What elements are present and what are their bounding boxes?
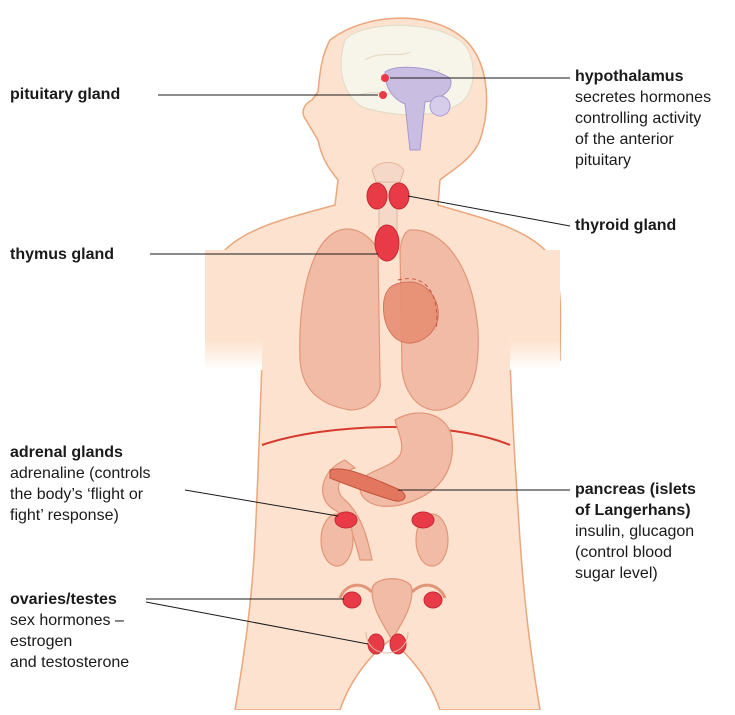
hypothalamus-marker	[381, 74, 389, 82]
thymus	[375, 225, 399, 261]
thyroid-left	[367, 183, 387, 209]
adrenal-label: adrenal glands adrenaline (controls the …	[10, 442, 151, 526]
pituitary-title: pituitary gland	[10, 84, 120, 105]
ovaries-title: ovaries/testes	[10, 589, 129, 610]
pancreas-title: pancreas (islets of Langerhans)	[575, 479, 696, 521]
left-arm-fade	[205, 250, 265, 370]
thymus-label: thymus gland	[10, 244, 114, 265]
hypothalamus-desc: secretes hormones controlling activity o…	[575, 87, 711, 171]
left-testis	[368, 634, 384, 654]
pancreas-label: pancreas (islets of Langerhans) insulin,…	[575, 479, 696, 584]
ovaries-desc: sex hormones – estrogen and testosterone	[10, 610, 129, 673]
pancreas-desc: insulin, glucagon (control blood sugar l…	[575, 521, 696, 584]
pituitary-marker	[379, 91, 387, 99]
right-testis	[390, 634, 406, 654]
hypothalamus-label: hypothalamus secretes hormones controlli…	[575, 66, 711, 171]
abdomen	[235, 360, 540, 710]
thyroid-right	[389, 183, 409, 209]
heart	[383, 282, 438, 343]
thyroid-label: thyroid gland	[575, 215, 676, 236]
thymus-title: thymus gland	[10, 244, 114, 265]
left-ovary	[343, 592, 361, 608]
left-adrenal	[335, 512, 357, 528]
larynx	[372, 163, 404, 183]
right-ovary	[424, 592, 442, 608]
ovaries-label: ovaries/testes sex hormones – estrogen a…	[10, 589, 129, 673]
cerebellum	[430, 96, 450, 116]
right-adrenal	[412, 512, 434, 528]
thyroid-title: thyroid gland	[575, 215, 676, 236]
hypothalamus-title: hypothalamus	[575, 66, 711, 87]
pituitary-label: pituitary gland	[10, 84, 120, 105]
adrenal-desc: adrenaline (controls the body’s ‘flight …	[10, 463, 151, 526]
adrenal-title: adrenal glands	[10, 442, 151, 463]
